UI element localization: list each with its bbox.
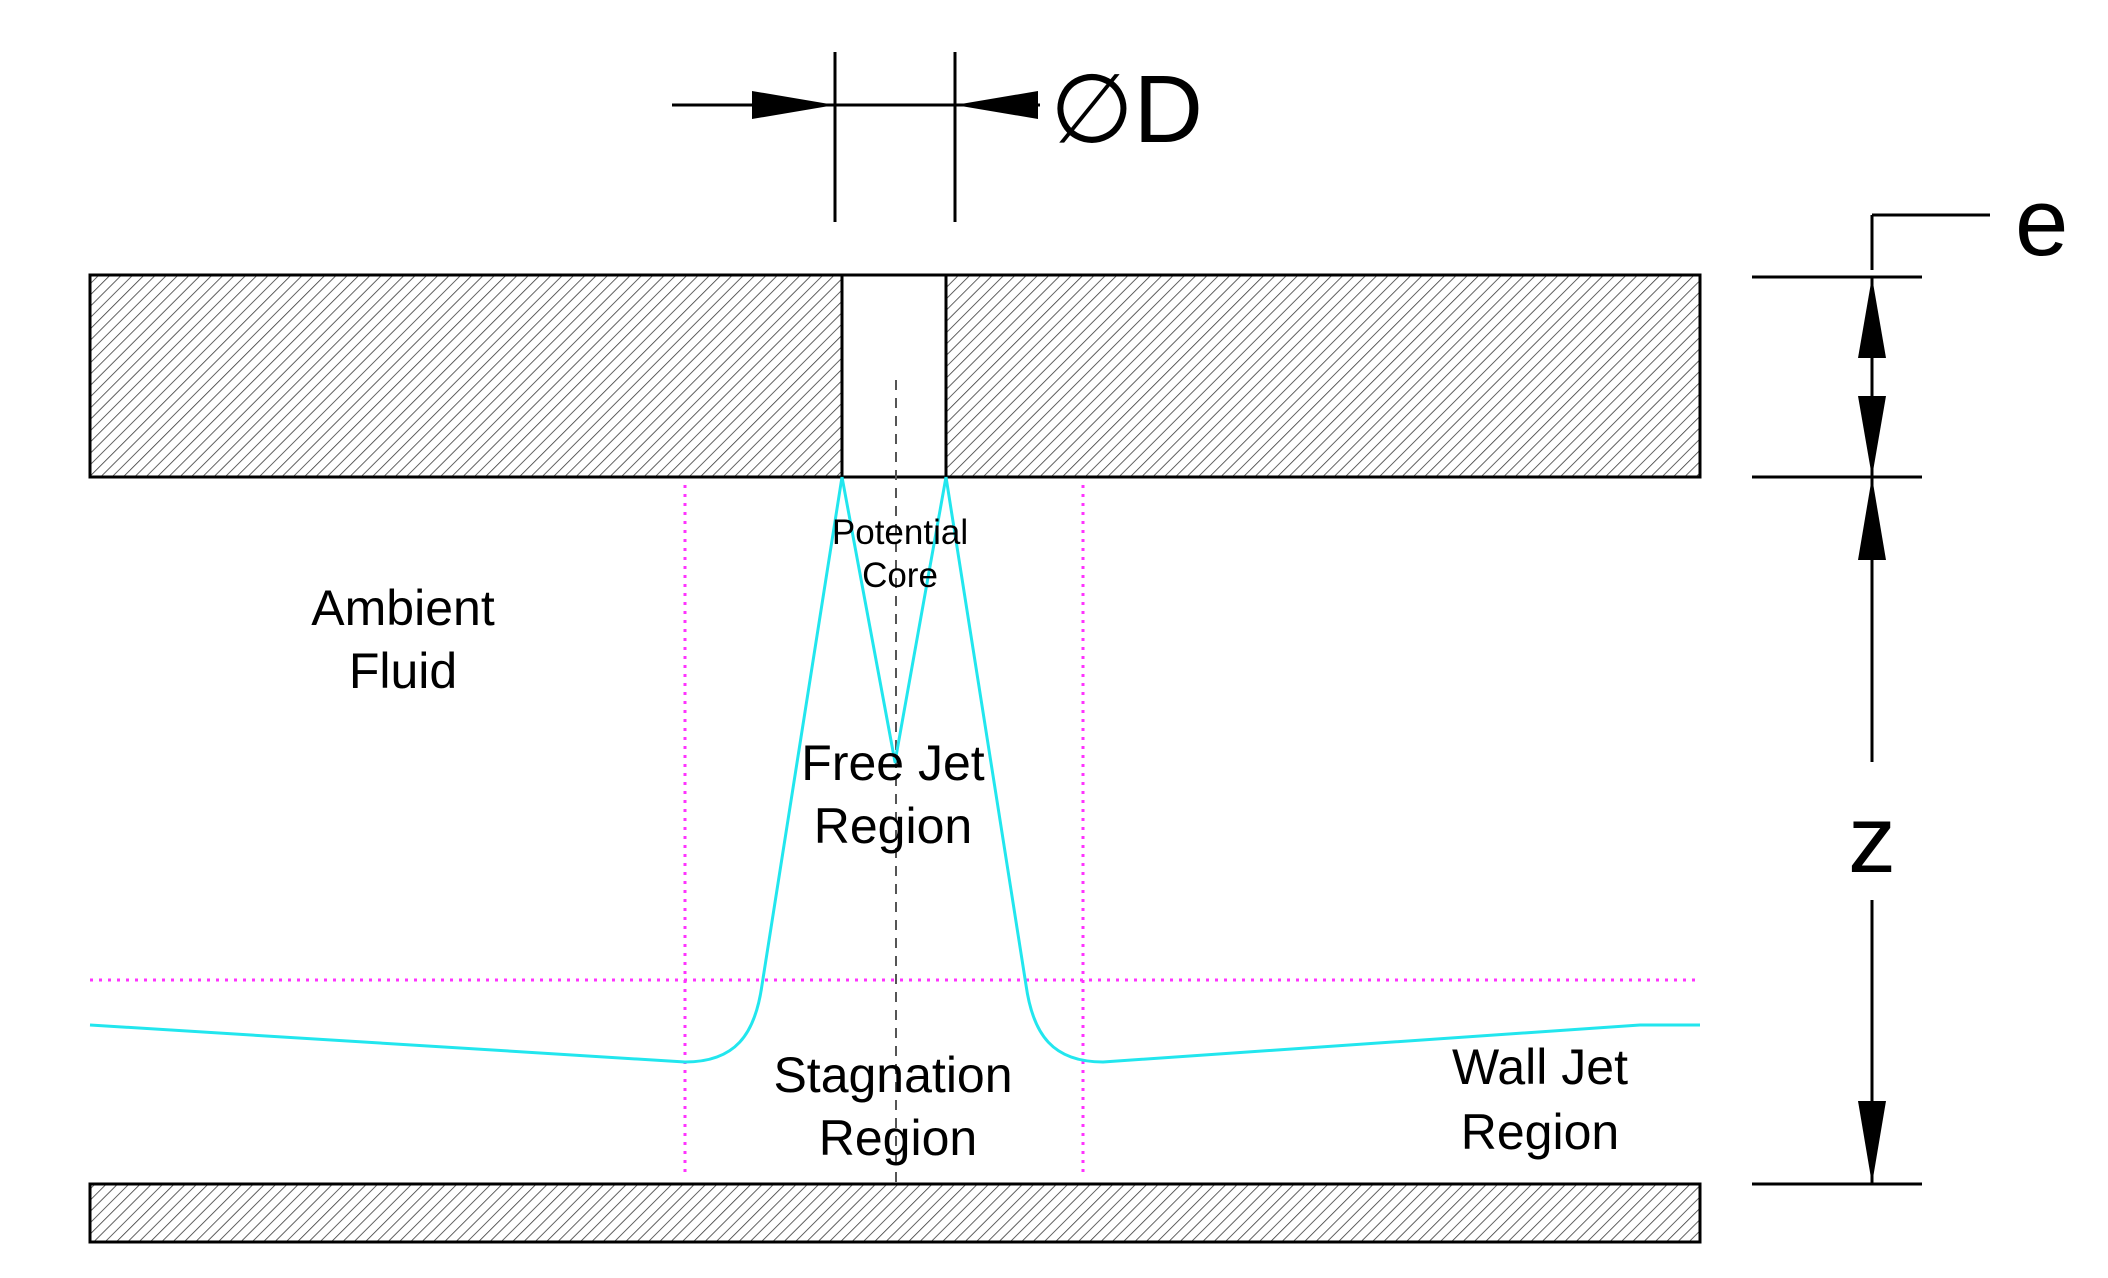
potential-core-label-line2: Core [862, 556, 938, 595]
nozzle-orifice [840, 273, 948, 479]
diameter-arrow-right [955, 91, 1038, 119]
gap-arrow-bottom [1858, 1101, 1886, 1184]
gap-arrow-top [1858, 477, 1886, 560]
ambient-fluid-label-line1: Ambient [311, 580, 495, 636]
diameter-dimension [672, 52, 1040, 222]
nozzle-plate [88, 273, 1702, 479]
jet-shear-layer-left [89, 476, 844, 1064]
ambient-fluid-label-line2: Fluid [349, 643, 457, 699]
jet-boundaries [89, 476, 1700, 1064]
impingement-plate [88, 1182, 1702, 1244]
vertical-dimensions [1752, 213, 1990, 1186]
nozzle-plate-right [944, 273, 1702, 479]
diameter-label: ∅D [1050, 56, 1203, 163]
free-jet-label-line2: Region [814, 798, 972, 854]
stagnation-label-line1: Stagnation [773, 1047, 1012, 1103]
potential-core-label-line1: Potential [832, 513, 968, 552]
diameter-arrow-left [752, 91, 835, 119]
stagnation-label-line2: Region [819, 1110, 977, 1166]
nozzle-plate-left [88, 273, 844, 479]
wall-jet-label-line1: Wall Jet [1452, 1039, 1628, 1095]
wall-jet-label-line2: Region [1461, 1104, 1619, 1160]
thickness-arrow-top [1858, 277, 1886, 358]
thickness-label: e [2015, 169, 2068, 276]
gap-label: z [1848, 786, 1896, 893]
potential-core-outline [840, 476, 948, 764]
jet-shear-layer-right [944, 476, 1700, 1064]
thickness-arrow-bottom [1858, 396, 1886, 477]
free-jet-label-line1: Free Jet [801, 735, 985, 791]
